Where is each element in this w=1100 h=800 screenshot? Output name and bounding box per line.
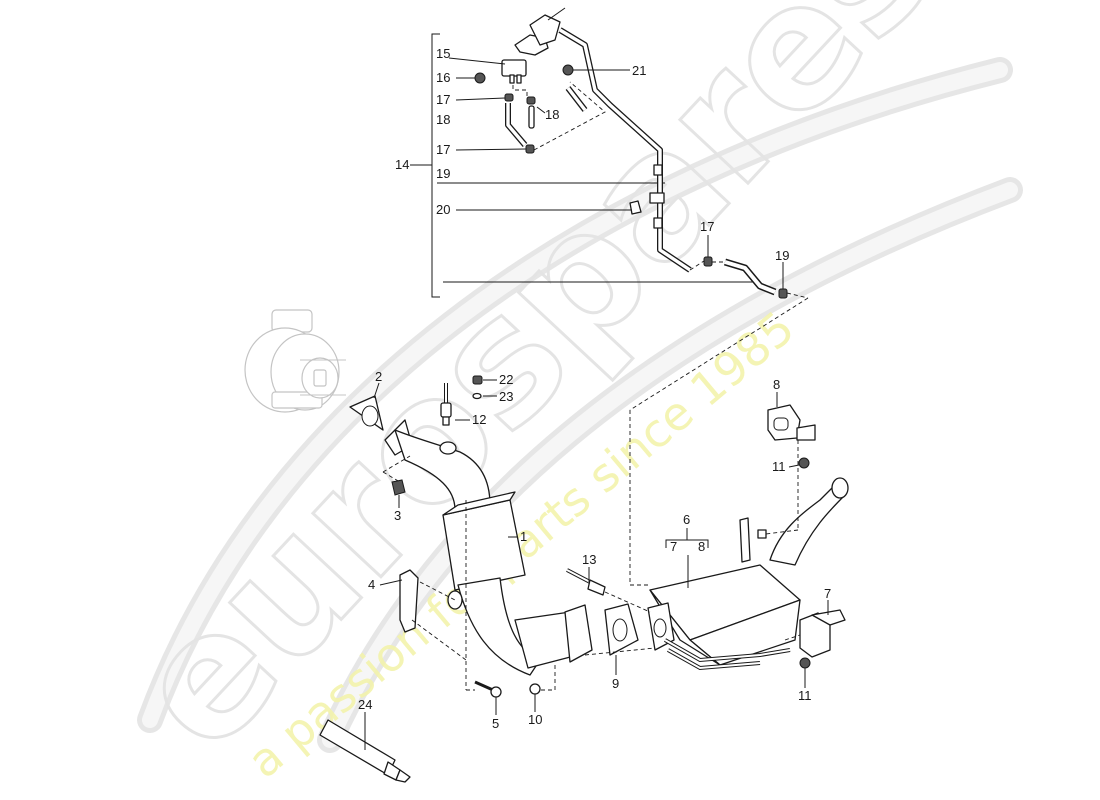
turbocharger-reference <box>244 309 346 413</box>
bolt-5 <box>474 680 502 698</box>
front-pipe-catalyst <box>349 395 593 676</box>
callout-23[interactable]: 23 <box>499 389 513 404</box>
callout-10[interactable]: 10 <box>528 712 542 727</box>
assembly-guide-lines <box>382 297 809 691</box>
bolt-11-lower <box>799 657 811 669</box>
callout-9[interactable]: 9 <box>612 676 619 691</box>
particulate-filter-6 <box>647 477 849 671</box>
callout-20[interactable]: 20 <box>436 202 450 217</box>
callout-19-right[interactable]: 19 <box>775 248 789 263</box>
callout-7[interactable]: 7 <box>824 586 831 601</box>
seal-ring-23 <box>472 392 482 400</box>
callout-11-lower[interactable]: 11 <box>798 688 812 703</box>
rubber-mount-8 <box>767 404 816 441</box>
callout-12[interactable]: 12 <box>472 412 486 427</box>
callout-1[interactable]: 1 <box>520 529 527 544</box>
bracket-4 <box>399 569 419 633</box>
callout-18-right[interactable]: 18 <box>545 107 559 122</box>
callout-4[interactable]: 4 <box>368 577 375 592</box>
callout-16[interactable]: 16 <box>436 70 450 85</box>
callout-24[interactable]: 24 <box>358 697 372 712</box>
callout-17-upper[interactable]: 17 <box>436 92 450 107</box>
callout-18-left[interactable]: 18 <box>436 112 450 127</box>
callout-11-upper[interactable]: 11 <box>772 459 786 474</box>
callout-14[interactable]: 14 <box>395 157 409 172</box>
callout-6-sub-7[interactable]: 7 <box>670 539 677 554</box>
nut-3 <box>391 479 406 496</box>
callout-21[interactable]: 21 <box>632 63 646 78</box>
nut-10 <box>529 683 541 695</box>
callout-5[interactable]: 5 <box>492 716 499 731</box>
plug-22 <box>472 375 483 385</box>
oxygen-sensor-12 <box>440 383 452 426</box>
assembly-bracket-14 <box>410 33 760 298</box>
callout-17-middle[interactable]: 17 <box>436 142 450 157</box>
callout-13[interactable]: 13 <box>582 552 596 567</box>
callout-6-sub-8[interactable]: 8 <box>698 539 705 554</box>
callout-17-right[interactable]: 17 <box>700 219 714 234</box>
callout-22[interactable]: 22 <box>499 372 513 387</box>
callout-19-left[interactable]: 19 <box>436 166 450 181</box>
rubber-mount-7 <box>799 609 846 658</box>
callout-3[interactable]: 3 <box>394 508 401 523</box>
sealant-tube-24 <box>319 719 411 783</box>
callout-2[interactable]: 2 <box>375 369 382 384</box>
sensor-13 <box>566 568 606 596</box>
callout-labels: 15 16 17 18 18 17 14 19 20 21 17 19 2 3 … <box>358 46 831 731</box>
callout-6[interactable]: 6 <box>683 512 690 527</box>
bolt-11-upper <box>798 457 810 469</box>
pressure-line-assembly <box>474 7 809 299</box>
callout-15[interactable]: 15 <box>436 46 450 61</box>
callout-8[interactable]: 8 <box>773 377 780 392</box>
callout-leaders <box>364 57 829 750</box>
